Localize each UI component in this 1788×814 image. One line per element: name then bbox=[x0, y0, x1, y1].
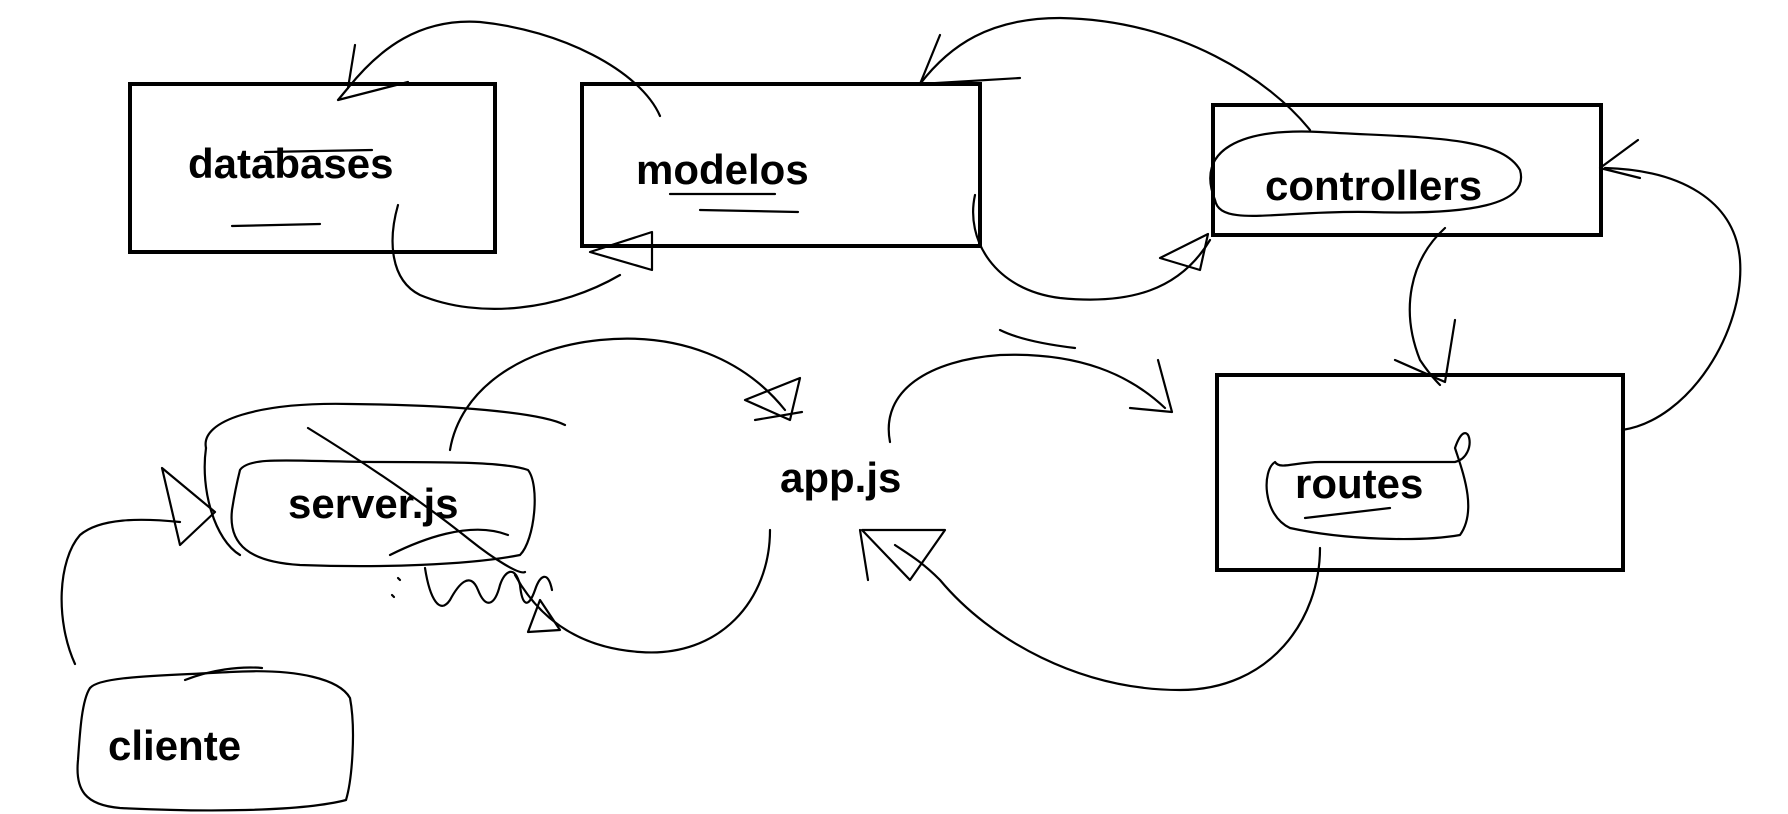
arrow-app-routes-head bbox=[1128, 358, 1174, 414]
server-outer-scribble-left bbox=[203, 446, 242, 557]
arrow-routes-controllers-head bbox=[1598, 138, 1642, 180]
controllers-loop-mark bbox=[1209, 130, 1523, 217]
arrow-controllers-modelos-path bbox=[918, 16, 1312, 132]
arrow-routes-to-app bbox=[858, 528, 1322, 692]
port-arrowhead-mark bbox=[526, 598, 562, 634]
routes-loop-mark bbox=[1265, 432, 1471, 541]
server-cross-mark-2 bbox=[388, 528, 510, 557]
arrow-app-to-routes bbox=[887, 328, 1174, 444]
cliente-top-mark bbox=[183, 666, 264, 682]
arrow-routes-to-controllers bbox=[1598, 138, 1742, 432]
arrow-controllers-routes-path bbox=[1408, 226, 1447, 387]
arrow-controllers-routes-head bbox=[1393, 318, 1457, 384]
arrow-modelos-databases-head bbox=[336, 43, 410, 102]
node-server: server.js bbox=[203, 402, 567, 574]
arrow-cliente-server-path bbox=[60, 518, 182, 666]
arrow-routes-controllers-path bbox=[1603, 166, 1742, 432]
arrow-cliente-server-head bbox=[160, 466, 217, 547]
port-squiggle-mark bbox=[423, 566, 554, 607]
controllers-box bbox=[1211, 103, 1603, 237]
arrow-routes-app-head bbox=[860, 528, 947, 582]
routes-box bbox=[1215, 373, 1625, 572]
arrow-modelos-databases-path bbox=[346, 20, 662, 118]
routes-label: routes bbox=[1295, 460, 1423, 507]
modelos-underline-mark-2 bbox=[698, 208, 800, 214]
colon-dots-mark bbox=[390, 576, 402, 599]
node-routes: routes bbox=[1215, 373, 1625, 572]
server-label: server.js bbox=[288, 480, 459, 527]
arrow-controllers-modelos-head bbox=[918, 33, 1022, 86]
arrow-app-routes-path bbox=[887, 353, 1167, 444]
databases-strike-mark bbox=[263, 148, 374, 154]
arrow-app-routes-stroke bbox=[998, 328, 1077, 350]
arrow-routes-app-path bbox=[893, 543, 1322, 692]
node-modelos: modelos bbox=[580, 82, 982, 248]
cliente-box bbox=[76, 670, 355, 812]
arrow-modelos-to-databases bbox=[336, 20, 662, 118]
app-label: app.js bbox=[780, 454, 901, 501]
routes-underline-mark bbox=[1303, 506, 1392, 520]
port-scribble bbox=[390, 566, 562, 634]
arrow-modelos-controllers-path bbox=[972, 193, 1212, 301]
server-cross-mark bbox=[306, 426, 527, 574]
arrow-controllers-to-modelos bbox=[918, 16, 1312, 132]
server-outer-scribble bbox=[204, 402, 567, 450]
arrow-modelos-controllers-head bbox=[1158, 232, 1210, 272]
arrow-server-to-app bbox=[448, 337, 804, 452]
node-controllers: controllers bbox=[1209, 103, 1603, 237]
arrow-controllers-to-routes bbox=[1393, 226, 1457, 387]
arrow-server-app-path bbox=[448, 337, 787, 452]
server-loop-mark bbox=[230, 459, 536, 568]
databases-label: databases bbox=[188, 140, 393, 187]
node-app: app.js bbox=[780, 454, 901, 501]
arrow-app-to-server bbox=[513, 528, 772, 654]
arrow-modelos-to-controllers bbox=[972, 193, 1212, 301]
node-cliente: cliente bbox=[76, 666, 355, 812]
arrow-databases-to-modelos bbox=[391, 203, 654, 310]
modelos-box bbox=[580, 82, 982, 248]
modelos-label: modelos bbox=[636, 146, 809, 193]
cliente-label: cliente bbox=[108, 722, 241, 769]
arrow-databases-modelos-path bbox=[391, 203, 622, 310]
databases-underline-mark bbox=[230, 222, 322, 228]
controllers-label: controllers bbox=[1265, 162, 1482, 209]
arrow-app-server-path bbox=[513, 528, 772, 654]
arrow-routes-app-head-tick bbox=[858, 528, 870, 582]
arrow-databases-modelos-head bbox=[588, 230, 654, 272]
arrow-cliente-to-server bbox=[60, 466, 217, 666]
node-databases: databases bbox=[128, 82, 497, 254]
databases-box bbox=[128, 82, 497, 254]
arrow-server-app-head-2 bbox=[753, 410, 804, 422]
arrow-server-app-head bbox=[743, 376, 802, 422]
